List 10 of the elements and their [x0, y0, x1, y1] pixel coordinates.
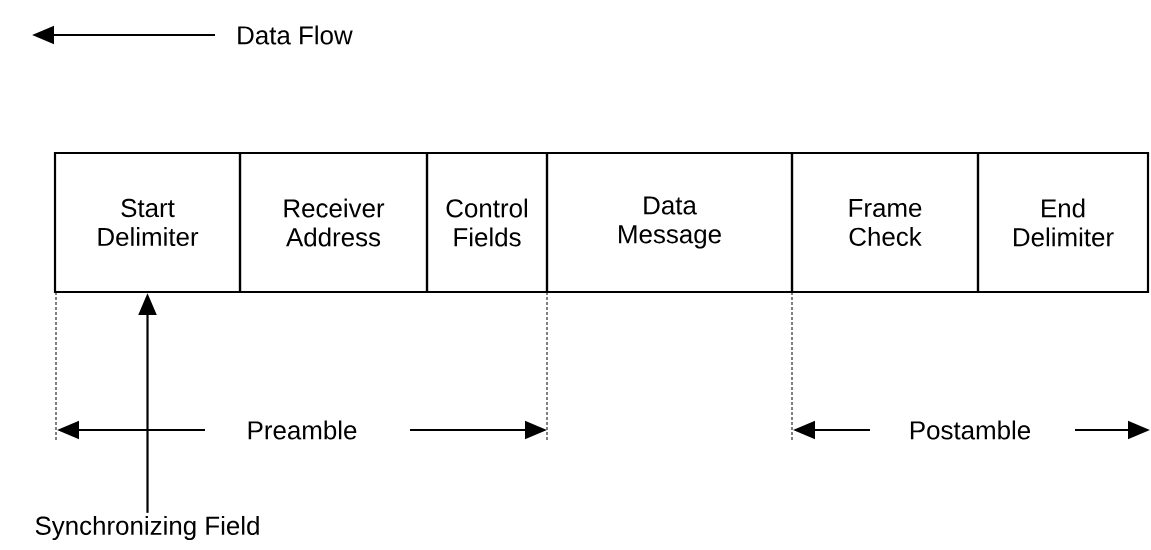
field-box: Data Message [545, 151, 794, 294]
field-label: Synchronizing Field [35, 515, 259, 541]
flow-label: Data Flow [238, 25, 353, 45]
field-box: Receiver Address [238, 151, 429, 294]
field-box: Start Delimiter [53, 151, 242, 294]
dimension-label: Postamble [910, 420, 1030, 440]
field-box: End Delimiter [976, 151, 1150, 294]
field-box: Control Fields [425, 151, 549, 294]
dimension-label: Preamble [248, 420, 357, 440]
field-box: Frame Check [790, 151, 980, 294]
